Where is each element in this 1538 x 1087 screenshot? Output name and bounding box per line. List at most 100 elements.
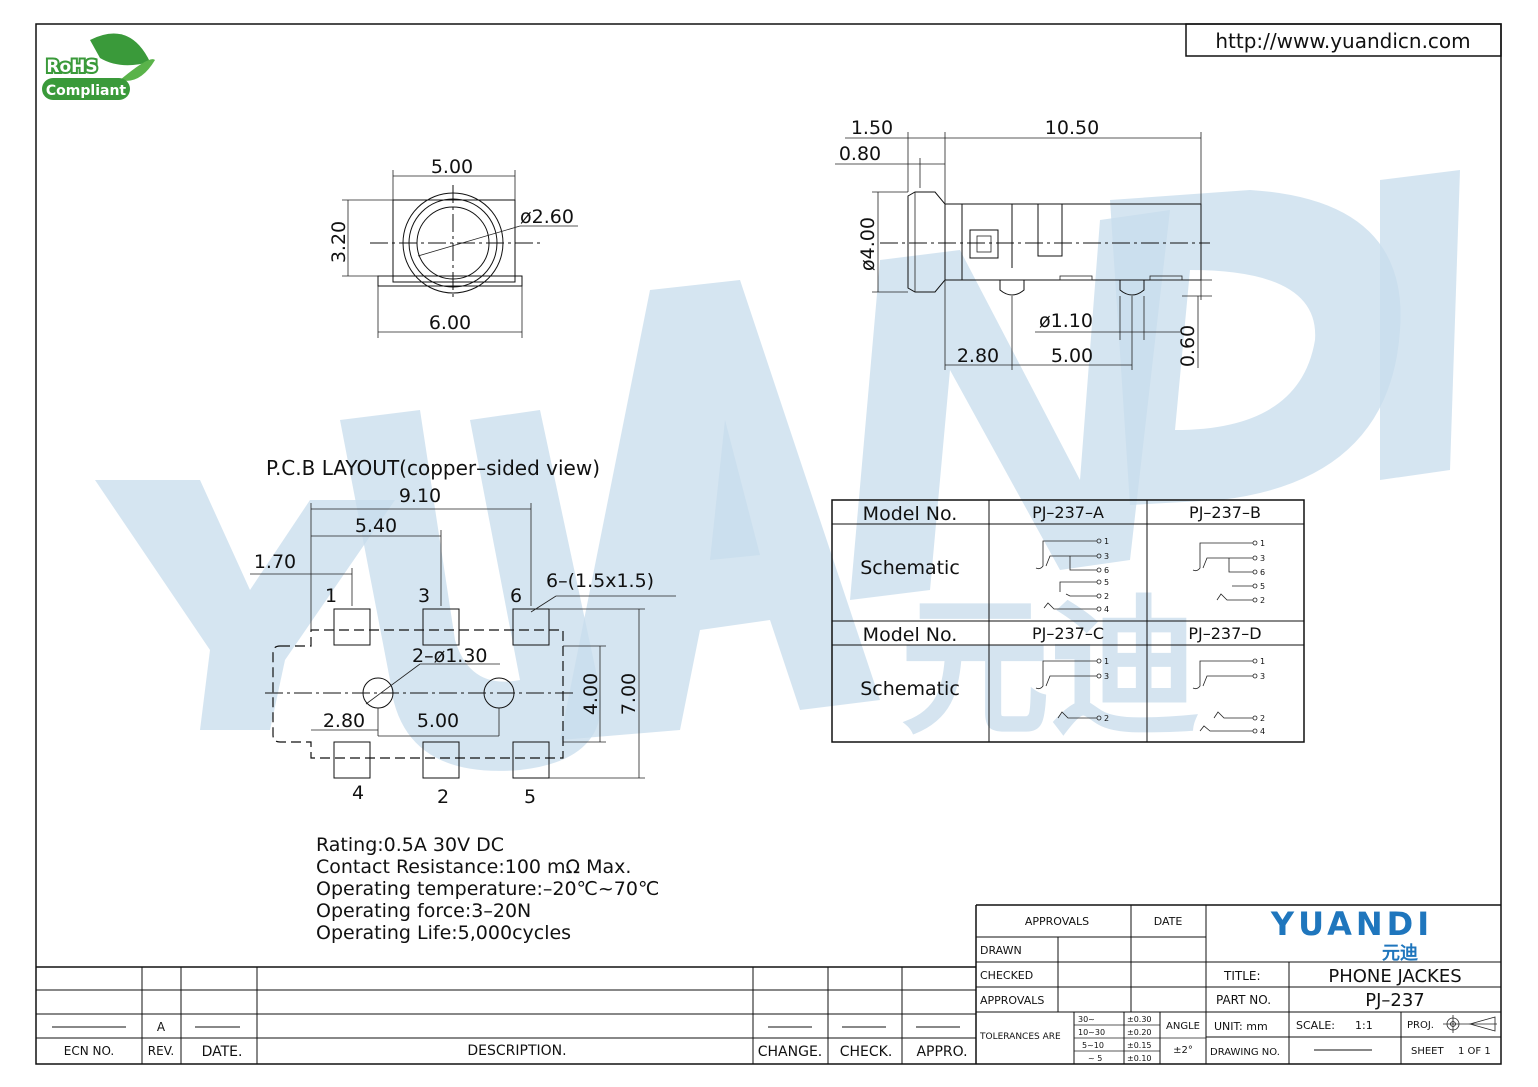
model-no-label-2: Model No.: [863, 624, 958, 646]
leaf-small-icon: [120, 59, 155, 81]
d-n2: 2: [1260, 714, 1265, 723]
dim-0-80: 0.80: [839, 143, 881, 165]
spec-force: Operating force:3–20N: [316, 900, 531, 922]
model-b: PJ–237–B: [1189, 503, 1261, 522]
dim-7-00: 7.00: [618, 673, 640, 715]
spec-contact-resistance: Contact Resistance:100 mΩ Max.: [316, 856, 631, 878]
side-view: 1.50 10.50 0.80 ø4.00 ø1.10 2.80 5.00 0.…: [835, 117, 1212, 370]
brand-logo-cn: 元迪: [1382, 943, 1418, 964]
approvals-header: APPROVALS: [1025, 915, 1089, 928]
a-n2: 2: [1104, 592, 1109, 601]
dim-height: 3.20: [328, 221, 350, 263]
dim-0-60: 0.60: [1177, 325, 1199, 367]
rev-header: REV.: [148, 1044, 174, 1058]
model-table: Model No. Model No. Schematic Schematic …: [831, 499, 1305, 743]
tol-value-1: ±0.30: [1127, 1015, 1152, 1024]
rohs-badge: RoHS Compliant: [42, 33, 155, 100]
sheet-value: 1 OF 1: [1458, 1046, 1491, 1057]
dim-dia-1-10: ø1.10: [1039, 310, 1093, 332]
pad-4: [333, 741, 371, 779]
model-d: PJ–237–D: [1188, 624, 1261, 643]
tolerances-label: TOLERANCES ARE: [979, 1032, 1061, 1042]
tol-value-2: ±0.20: [1127, 1028, 1152, 1037]
dim-5-00: 5.00: [1051, 345, 1093, 367]
spec-life: Operating Life:5,000cycles: [316, 922, 571, 944]
sheet-border: [35, 23, 1502, 1065]
dim-2-80-pcb: 2.80: [323, 710, 365, 732]
dim-5-00-pcb: 5.00: [417, 710, 459, 732]
tol-range-3: 5~10: [1082, 1041, 1104, 1050]
scale-label: SCALE:: [1296, 1019, 1335, 1032]
tol-value-3: ±0.15: [1127, 1041, 1152, 1050]
drawn-label: DRAWN: [980, 944, 1022, 957]
checked-label: CHECKED: [980, 969, 1033, 982]
model-c: PJ–237–C: [1032, 624, 1104, 643]
watermark-cn: 元迪: [900, 582, 1200, 756]
appro-header: APPRO.: [916, 1044, 967, 1060]
pcb-title: P.C.B LAYOUT(copper–sided view): [266, 456, 600, 480]
model-a: PJ–237–A: [1032, 503, 1104, 522]
b-n1: 1: [1260, 539, 1265, 548]
website-url[interactable]: http://www.yuandicn.com: [1215, 29, 1470, 53]
dim-width-top: 5.00: [431, 156, 473, 178]
tol-value-4: ±0.10: [1127, 1054, 1152, 1063]
angle-value: ±2°: [1173, 1045, 1193, 1056]
scale-value: 1:1: [1355, 1019, 1373, 1032]
revision-block: A ECN NO. REV. DATE. DESCRIPTION. CHANGE…: [36, 966, 976, 1064]
spec-rating: Rating:0.5A 30V DC: [316, 834, 504, 856]
b-n6: 6: [1260, 568, 1265, 577]
pin-label-4: 4: [352, 782, 364, 804]
pad-6: [512, 608, 550, 646]
pin-label-3: 3: [418, 585, 430, 607]
compliant-text: Compliant: [46, 83, 127, 99]
schematic-d: 1 3 2 4: [1192, 657, 1265, 736]
pin-label-6: 6: [510, 585, 522, 607]
date-header: DATE.: [202, 1044, 243, 1060]
drawing-no-label: DRAWING NO.: [1210, 1047, 1280, 1058]
pin-label-2: 2: [437, 786, 449, 808]
sheet-label: SHEET: [1411, 1046, 1445, 1057]
pad-5: [512, 741, 550, 779]
pcb-layout: P.C.B LAYOUT(copper–sided view) 9.10 5.4…: [250, 456, 676, 808]
dim-4-00: 4.00: [580, 673, 602, 715]
title-block: APPROVALS DATE DRAWN CHECKED APPROVALS Y…: [975, 904, 1501, 1064]
d-n3: 3: [1260, 672, 1265, 681]
a-n5: 5: [1104, 578, 1109, 587]
d-n4: 4: [1260, 727, 1265, 736]
pad-3: [422, 608, 460, 646]
leaf-icon: [90, 33, 150, 66]
a-n4: 4: [1104, 605, 1109, 614]
title-label: TITLE:: [1223, 969, 1261, 983]
schematic-b: 1 3 6 5 2: [1192, 539, 1265, 605]
check-header: CHECK.: [840, 1044, 893, 1060]
ecn-no-header: ECN NO.: [64, 1044, 115, 1058]
dim-diameter: ø2.60: [520, 206, 574, 228]
a-n1: 1: [1104, 537, 1109, 546]
tol-range-4: ~ 5: [1088, 1054, 1102, 1063]
url-box: [1185, 23, 1502, 57]
pad-2: [422, 741, 460, 779]
rev-value: A: [157, 1020, 166, 1034]
dim-dia-4-00: ø4.00: [857, 217, 879, 271]
pin-label-5: 5: [524, 786, 536, 808]
projection-symbol-icon: [1443, 1015, 1497, 1033]
schematic-a: 1 3 6 5 2 4: [1035, 537, 1109, 614]
description-header: DESCRIPTION.: [467, 1043, 566, 1059]
brand-logo: YUANDI: [1270, 905, 1433, 943]
b-n5: 5: [1260, 582, 1265, 591]
date-header-tb: DATE: [1154, 915, 1183, 928]
specifications: Rating:0.5A 30V DC Contact Resistance:10…: [316, 834, 659, 944]
model-no-label-1: Model No.: [863, 503, 958, 525]
pad-1: [333, 608, 371, 646]
holes-note: 2–ø1.30: [412, 645, 488, 667]
pads-note: 6–(1.5x1.5): [546, 570, 654, 592]
schematic-label-1: Schematic: [860, 557, 960, 579]
dim-10-50: 10.50: [1045, 117, 1099, 139]
dim-9-10: 9.10: [399, 485, 441, 507]
c-n1: 1: [1104, 657, 1109, 666]
title-value: PHONE JACKES: [1328, 966, 1461, 987]
a-n3: 3: [1104, 552, 1109, 561]
b-n2: 2: [1260, 596, 1265, 605]
angle-label: ANGLE: [1166, 1021, 1200, 1032]
